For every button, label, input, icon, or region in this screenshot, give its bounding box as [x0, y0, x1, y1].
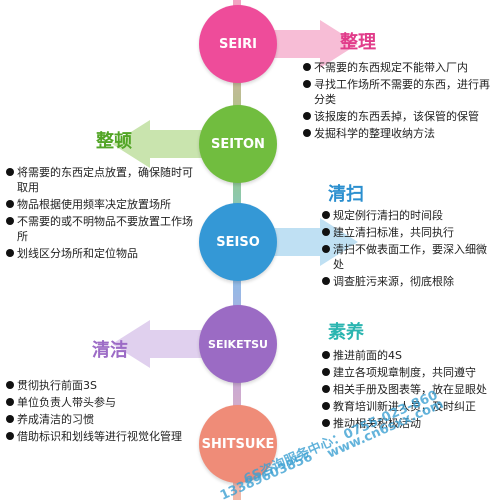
- bullet-icon: [322, 245, 330, 253]
- bullet-icon: [322, 228, 330, 236]
- list-item: 将需要的东西定点放置，确保随时可取用: [6, 165, 196, 195]
- bullet-icon: [322, 385, 330, 393]
- bullet-icon: [322, 211, 330, 219]
- seiton-circle: SEITON: [199, 105, 277, 183]
- shitsuke-list: 推进前面的4S 建立各项规章制度，共同遵守 相关手册及图表等，放在显眼处 教育培…: [322, 348, 497, 433]
- bullet-icon: [6, 381, 14, 389]
- list-item: 不需要的或不明物品不要放置工作场所: [6, 214, 196, 244]
- list-item: 物品根据使用频率决定放置场所: [6, 197, 196, 212]
- list-item: 教育培训新进人员，及时纠正: [322, 399, 497, 414]
- bullet-icon: [6, 398, 14, 406]
- seiketsu-circle: SEIKETSU: [199, 305, 277, 383]
- seiso-circle: SEISO: [199, 203, 277, 281]
- shitsuke-title: 素养: [328, 322, 364, 343]
- bullet-icon: [322, 351, 330, 359]
- seiton-label: SEITON: [211, 136, 265, 152]
- seiso-label: SEISO: [216, 234, 260, 250]
- bullet-icon: [6, 249, 14, 257]
- bullet-icon: [303, 63, 311, 71]
- list-item: 贯彻执行前面3S: [6, 378, 196, 393]
- list-item: 单位负责人带头参与: [6, 395, 196, 410]
- list-item: 相关手册及图表等，放在显眼处: [322, 382, 497, 397]
- seiri-title: 整理: [340, 32, 376, 53]
- shitsuke-circle: SHITSUKE: [199, 405, 277, 483]
- list-item: 推动相关积极活动: [322, 416, 497, 431]
- list-item: 推进前面的4S: [322, 348, 497, 363]
- seiton-list: 将需要的东西定点放置，确保随时可取用 物品根据使用频率决定放置场所 不需要的或不…: [6, 165, 196, 263]
- bullet-icon: [322, 419, 330, 427]
- seiri-list: 不需要的东西规定不能带入厂内 寻找工作场所不需要的东西，进行再分类 该报废的东西…: [303, 60, 498, 143]
- bullet-icon: [303, 129, 311, 137]
- list-item: 调查脏污来源，彻底根除: [322, 274, 497, 289]
- list-item: 寻找工作场所不需要的东西，进行再分类: [303, 77, 498, 107]
- bullet-icon: [303, 80, 311, 88]
- bullet-icon: [6, 200, 14, 208]
- seiketsu-title: 清洁: [92, 340, 128, 361]
- bullet-icon: [322, 368, 330, 376]
- list-item: 发掘科学的整理收纳方法: [303, 126, 498, 141]
- bullet-icon: [6, 415, 14, 423]
- bullet-icon: [322, 402, 330, 410]
- list-item: 建立清扫标准，共同执行: [322, 225, 497, 240]
- seiso-title: 清扫: [328, 184, 364, 205]
- list-item: 清扫不做表面工作，要深入细微处: [322, 242, 497, 272]
- list-item: 划线区分场所和定位物品: [6, 246, 196, 261]
- list-item: 该报废的东西丢掉，该保管的保管: [303, 109, 498, 124]
- bullet-icon: [322, 277, 330, 285]
- bullet-icon: [6, 432, 14, 440]
- list-item: 建立各项规章制度，共同遵守: [322, 365, 497, 380]
- list-item: 规定例行清扫的时间段: [322, 208, 497, 223]
- seiketsu-label: SEIKETSU: [208, 337, 268, 351]
- bullet-icon: [6, 217, 14, 225]
- seiketsu-list: 贯彻执行前面3S 单位负责人带头参与 养成清洁的习惯 借助标识和划线等进行视觉化…: [6, 378, 196, 446]
- list-item: 养成清洁的习惯: [6, 412, 196, 427]
- seiton-title: 整顿: [96, 131, 132, 152]
- seiso-list: 规定例行清扫的时间段 建立清扫标准，共同执行 清扫不做表面工作，要深入细微处 调…: [322, 208, 497, 291]
- bullet-icon: [303, 112, 311, 120]
- list-item: 借助标识和划线等进行视觉化管理: [6, 429, 196, 444]
- bullet-icon: [6, 168, 14, 176]
- shitsuke-label: SHITSUKE: [201, 436, 275, 452]
- seiri-label: SEIRI: [219, 36, 257, 52]
- seiri-circle: SEIRI: [199, 5, 277, 83]
- list-item: 不需要的东西规定不能带入厂内: [303, 60, 498, 75]
